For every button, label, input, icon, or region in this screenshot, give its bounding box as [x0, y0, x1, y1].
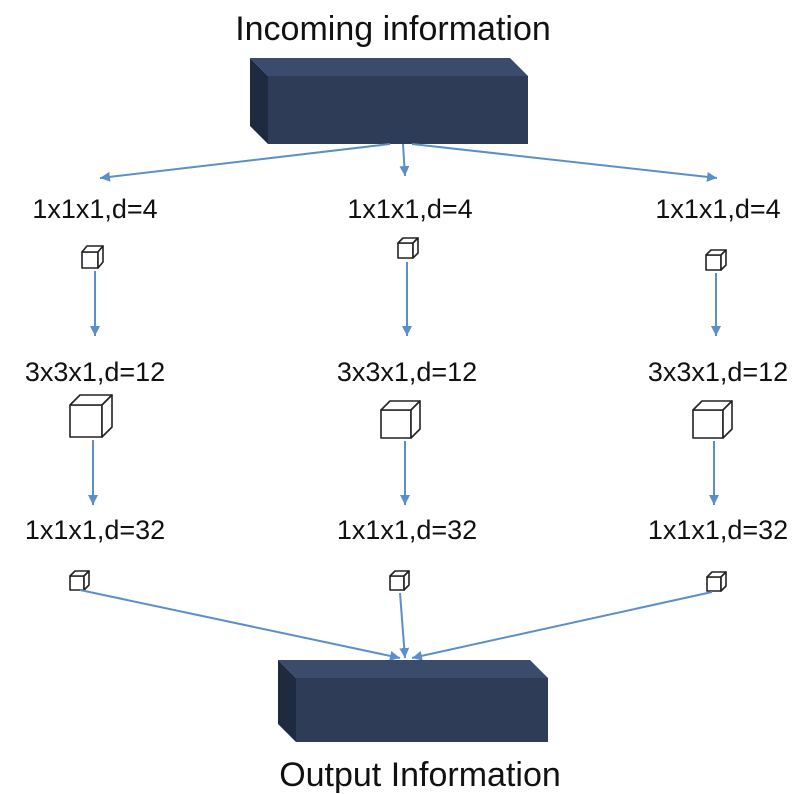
col2-layer3-label: 1x1x1,d=32 — [337, 515, 477, 545]
col2-layer2-label: 3x3x1,d=12 — [337, 357, 477, 387]
arrow-incoming-to-col1 — [99, 143, 391, 182]
col3-layer2-cube — [692, 400, 733, 439]
col2-layer2-cube — [380, 400, 421, 439]
col1-layer3-label: 1x1x1,d=32 — [25, 515, 165, 545]
col3-layer3-label: 1x1x1,d=32 — [648, 515, 788, 545]
col1-layer2-label: 3x3x1,d=12 — [25, 357, 165, 387]
arrow-col3-to-output — [411, 591, 713, 661]
col1-layer1-cube — [81, 245, 104, 269]
col2-layer1-cube — [397, 237, 419, 259]
branch-column-1: 1x1x1,d=4 3x3x1,d=12 1x1x1,d=32 — [25, 194, 165, 591]
output-information-title: Output Information — [279, 756, 561, 794]
col2-layer3-cube — [389, 570, 410, 591]
arrow-incoming-to-col3 — [411, 143, 718, 182]
col3-layer1-label: 1x1x1,d=4 — [655, 194, 780, 224]
arrow-incoming-to-col2 — [399, 143, 410, 177]
col3-layer1-cube — [705, 249, 727, 271]
col3-layer3-cube — [706, 571, 727, 592]
col1-layer3-cube — [69, 570, 90, 591]
incoming-block — [250, 58, 528, 144]
col2-layer1-label: 1x1x1,d=4 — [347, 194, 472, 224]
branch-column-2: 1x1x1,d=4 3x3x1,d=12 1x1x1,d=32 — [337, 194, 477, 591]
arrow-col1-to-output — [79, 589, 401, 661]
incoming-information-title: Incoming information — [235, 10, 551, 48]
col1-layer2-cube — [69, 394, 113, 438]
arrow-col2-to-output — [399, 592, 410, 659]
col3-layer2-label: 3x3x1,d=12 — [648, 357, 788, 387]
branch-column-3: 1x1x1,d=4 3x3x1,d=12 1x1x1,d=32 — [648, 194, 788, 592]
output-block — [278, 660, 548, 742]
col1-layer1-label: 1x1x1,d=4 — [32, 194, 157, 224]
